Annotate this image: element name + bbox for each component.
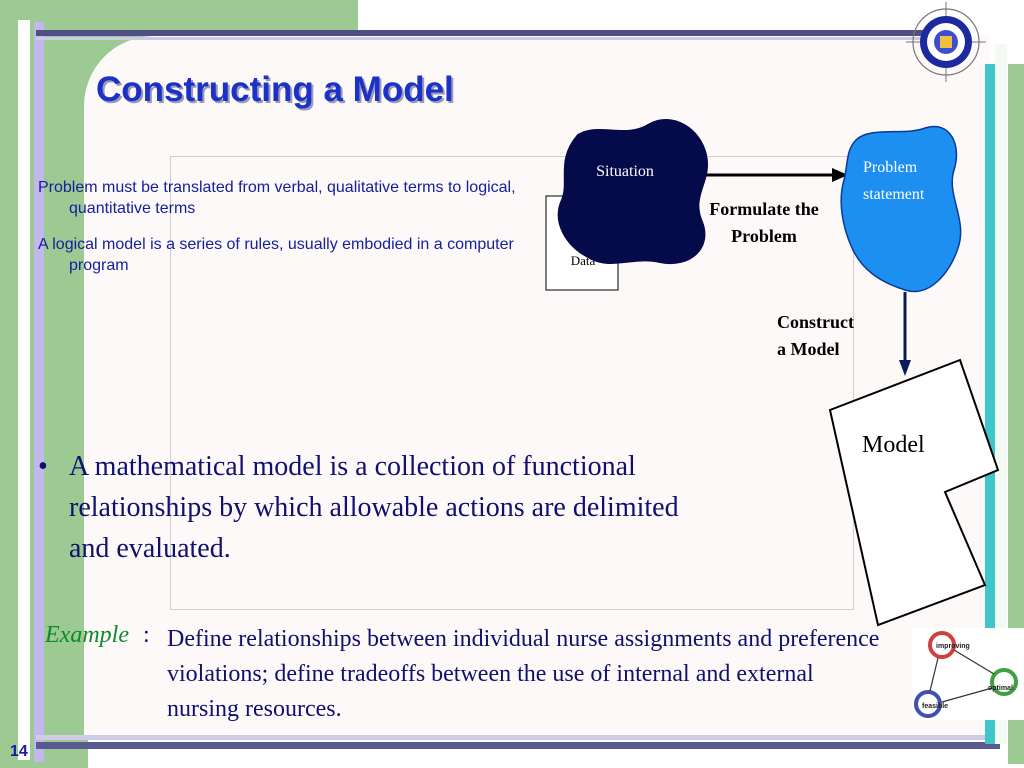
page-title: Constructing a Model — [96, 70, 454, 109]
problem-statement-blob — [840, 125, 962, 293]
frame-right-green — [1008, 64, 1024, 764]
example-text: Define relationships between individual … — [167, 626, 880, 722]
construct-arrowhead — [899, 360, 911, 376]
problem-statement-label-2: statement — [863, 186, 925, 203]
situation-blob — [557, 119, 709, 265]
problem-statement-label-1: Problem — [863, 159, 918, 176]
embedded-image-frame — [170, 156, 854, 610]
improving-ring — [928, 631, 956, 659]
bullet-item: Problem must be translated from verbal, … — [38, 179, 516, 217]
example-label: Example — [45, 622, 129, 648]
page-number: 14 — [10, 743, 28, 760]
frame-right-teal — [985, 64, 995, 744]
formulate-label-2: Problem — [731, 226, 797, 246]
frame-bottom-rule — [36, 742, 1000, 749]
optimal-ring — [990, 668, 1018, 696]
construct-label-2: a Model — [777, 339, 840, 359]
frame-top-rule — [36, 30, 936, 36]
main-bullet-text: A mathematical model is a collection of … — [69, 451, 679, 564]
formulate-arrowhead — [832, 168, 848, 182]
model-label: Model — [862, 432, 925, 458]
frame-top-rule-light — [36, 37, 936, 40]
feasible-ring — [914, 690, 942, 718]
feasible-label: feasible — [922, 703, 948, 710]
improving-label: improving — [936, 643, 970, 650]
example-colon: : — [143, 622, 150, 648]
frame-bar-lavender — [34, 22, 44, 762]
bullet-item: A logical model is a series of rules, us… — [38, 236, 514, 274]
frame-bottom-rule-light — [36, 735, 1000, 740]
model-shape — [828, 358, 1000, 627]
frame-right-white — [995, 44, 1007, 744]
bullet-marker: • — [38, 451, 48, 482]
university-seal-icon — [906, 2, 986, 82]
construct-label-1: Construct — [777, 312, 854, 332]
situation-label: Situation — [596, 163, 654, 180]
content-panel — [84, 36, 990, 736]
frame-bar-white — [18, 20, 30, 760]
formulate-label-1: Formulate the — [709, 199, 818, 219]
optimal-label: optimal — [988, 685, 1013, 692]
improve-cycle-icon: improving optimal feasible — [912, 628, 1024, 720]
main-bullet: • A mathematical model is a collection o… — [34, 446, 684, 569]
